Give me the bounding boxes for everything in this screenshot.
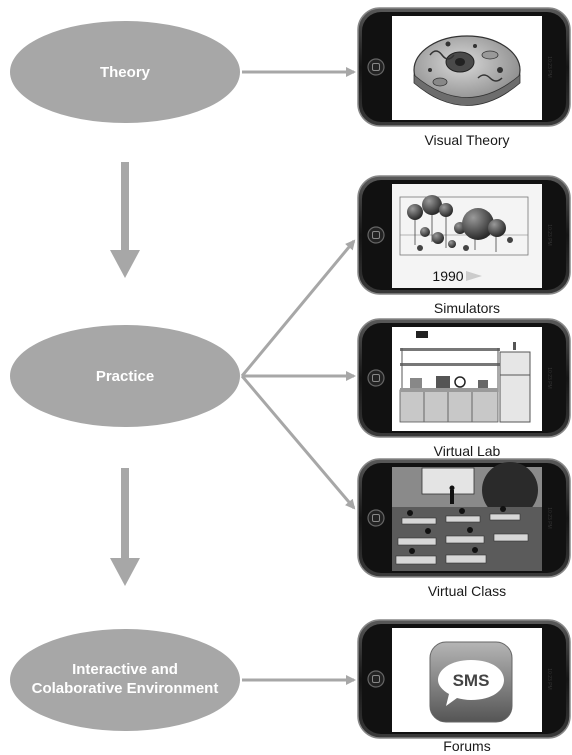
interactive-label-line2: Colaborative Environment	[32, 680, 219, 697]
simulation-year: 1990	[432, 268, 463, 284]
caption-simulators: Simulators	[434, 300, 500, 316]
theory-ellipse	[10, 21, 240, 123]
down-arrow-theory-practice	[110, 162, 140, 278]
home-button	[367, 369, 385, 387]
status-bar: 10:23 PM	[546, 56, 552, 77]
caption-virtual-class: Virtual Class	[428, 583, 506, 599]
svg-text:10:23 PM: 10:23 PM	[546, 224, 552, 245]
phone-forums: 10:23 PM SMS Forums	[357, 619, 571, 754]
practice-ellipse	[10, 325, 240, 427]
sms-label: SMS	[453, 671, 490, 690]
bubble-chart-simulation: 1990	[399, 195, 529, 284]
caption-virtual-lab: Virtual Lab	[434, 443, 501, 459]
home-button	[367, 58, 385, 76]
home-button	[367, 509, 385, 527]
phone-screen	[392, 184, 542, 288]
theory-label: Theory	[100, 64, 151, 81]
caption-visual-theory: Visual Theory	[424, 132, 509, 148]
phone-virtual-class: 10:23 PM	[357, 458, 571, 599]
phone-virtual-lab: 10:23 PM Virtual Lab	[357, 318, 571, 459]
connector-arrows	[240, 67, 356, 685]
interactive-label-line1: Interactive and	[72, 661, 178, 678]
practice-label: Practice	[96, 368, 154, 385]
arrow-practice-to-virtual-class	[240, 375, 356, 510]
interactive-ellipse	[10, 629, 240, 731]
home-button	[367, 226, 385, 244]
sms-app-icon: SMS	[429, 641, 513, 723]
caption-forums: Forums	[443, 738, 490, 754]
laboratory-3d-scene	[399, 331, 531, 423]
svg-text:10:23 PM: 10:23 PM	[546, 507, 552, 528]
svg-text:10:23 PM: 10:23 PM	[546, 367, 552, 388]
svg-text:10:23 PM: 10:23 PM	[546, 668, 552, 689]
cell-illustration	[413, 35, 521, 106]
classroom-3d-scene	[392, 462, 542, 571]
home-button	[367, 670, 385, 688]
phone-simulators: 10:23 PM 1990	[357, 175, 571, 316]
phone-visual-theory: 10:23 PM Visual Theory	[357, 7, 571, 148]
svg-text:10:23 PM: 10:23 PM	[546, 56, 552, 77]
down-arrow-practice-interactive	[110, 468, 140, 586]
arrow-practice-to-simulators	[240, 239, 356, 377]
